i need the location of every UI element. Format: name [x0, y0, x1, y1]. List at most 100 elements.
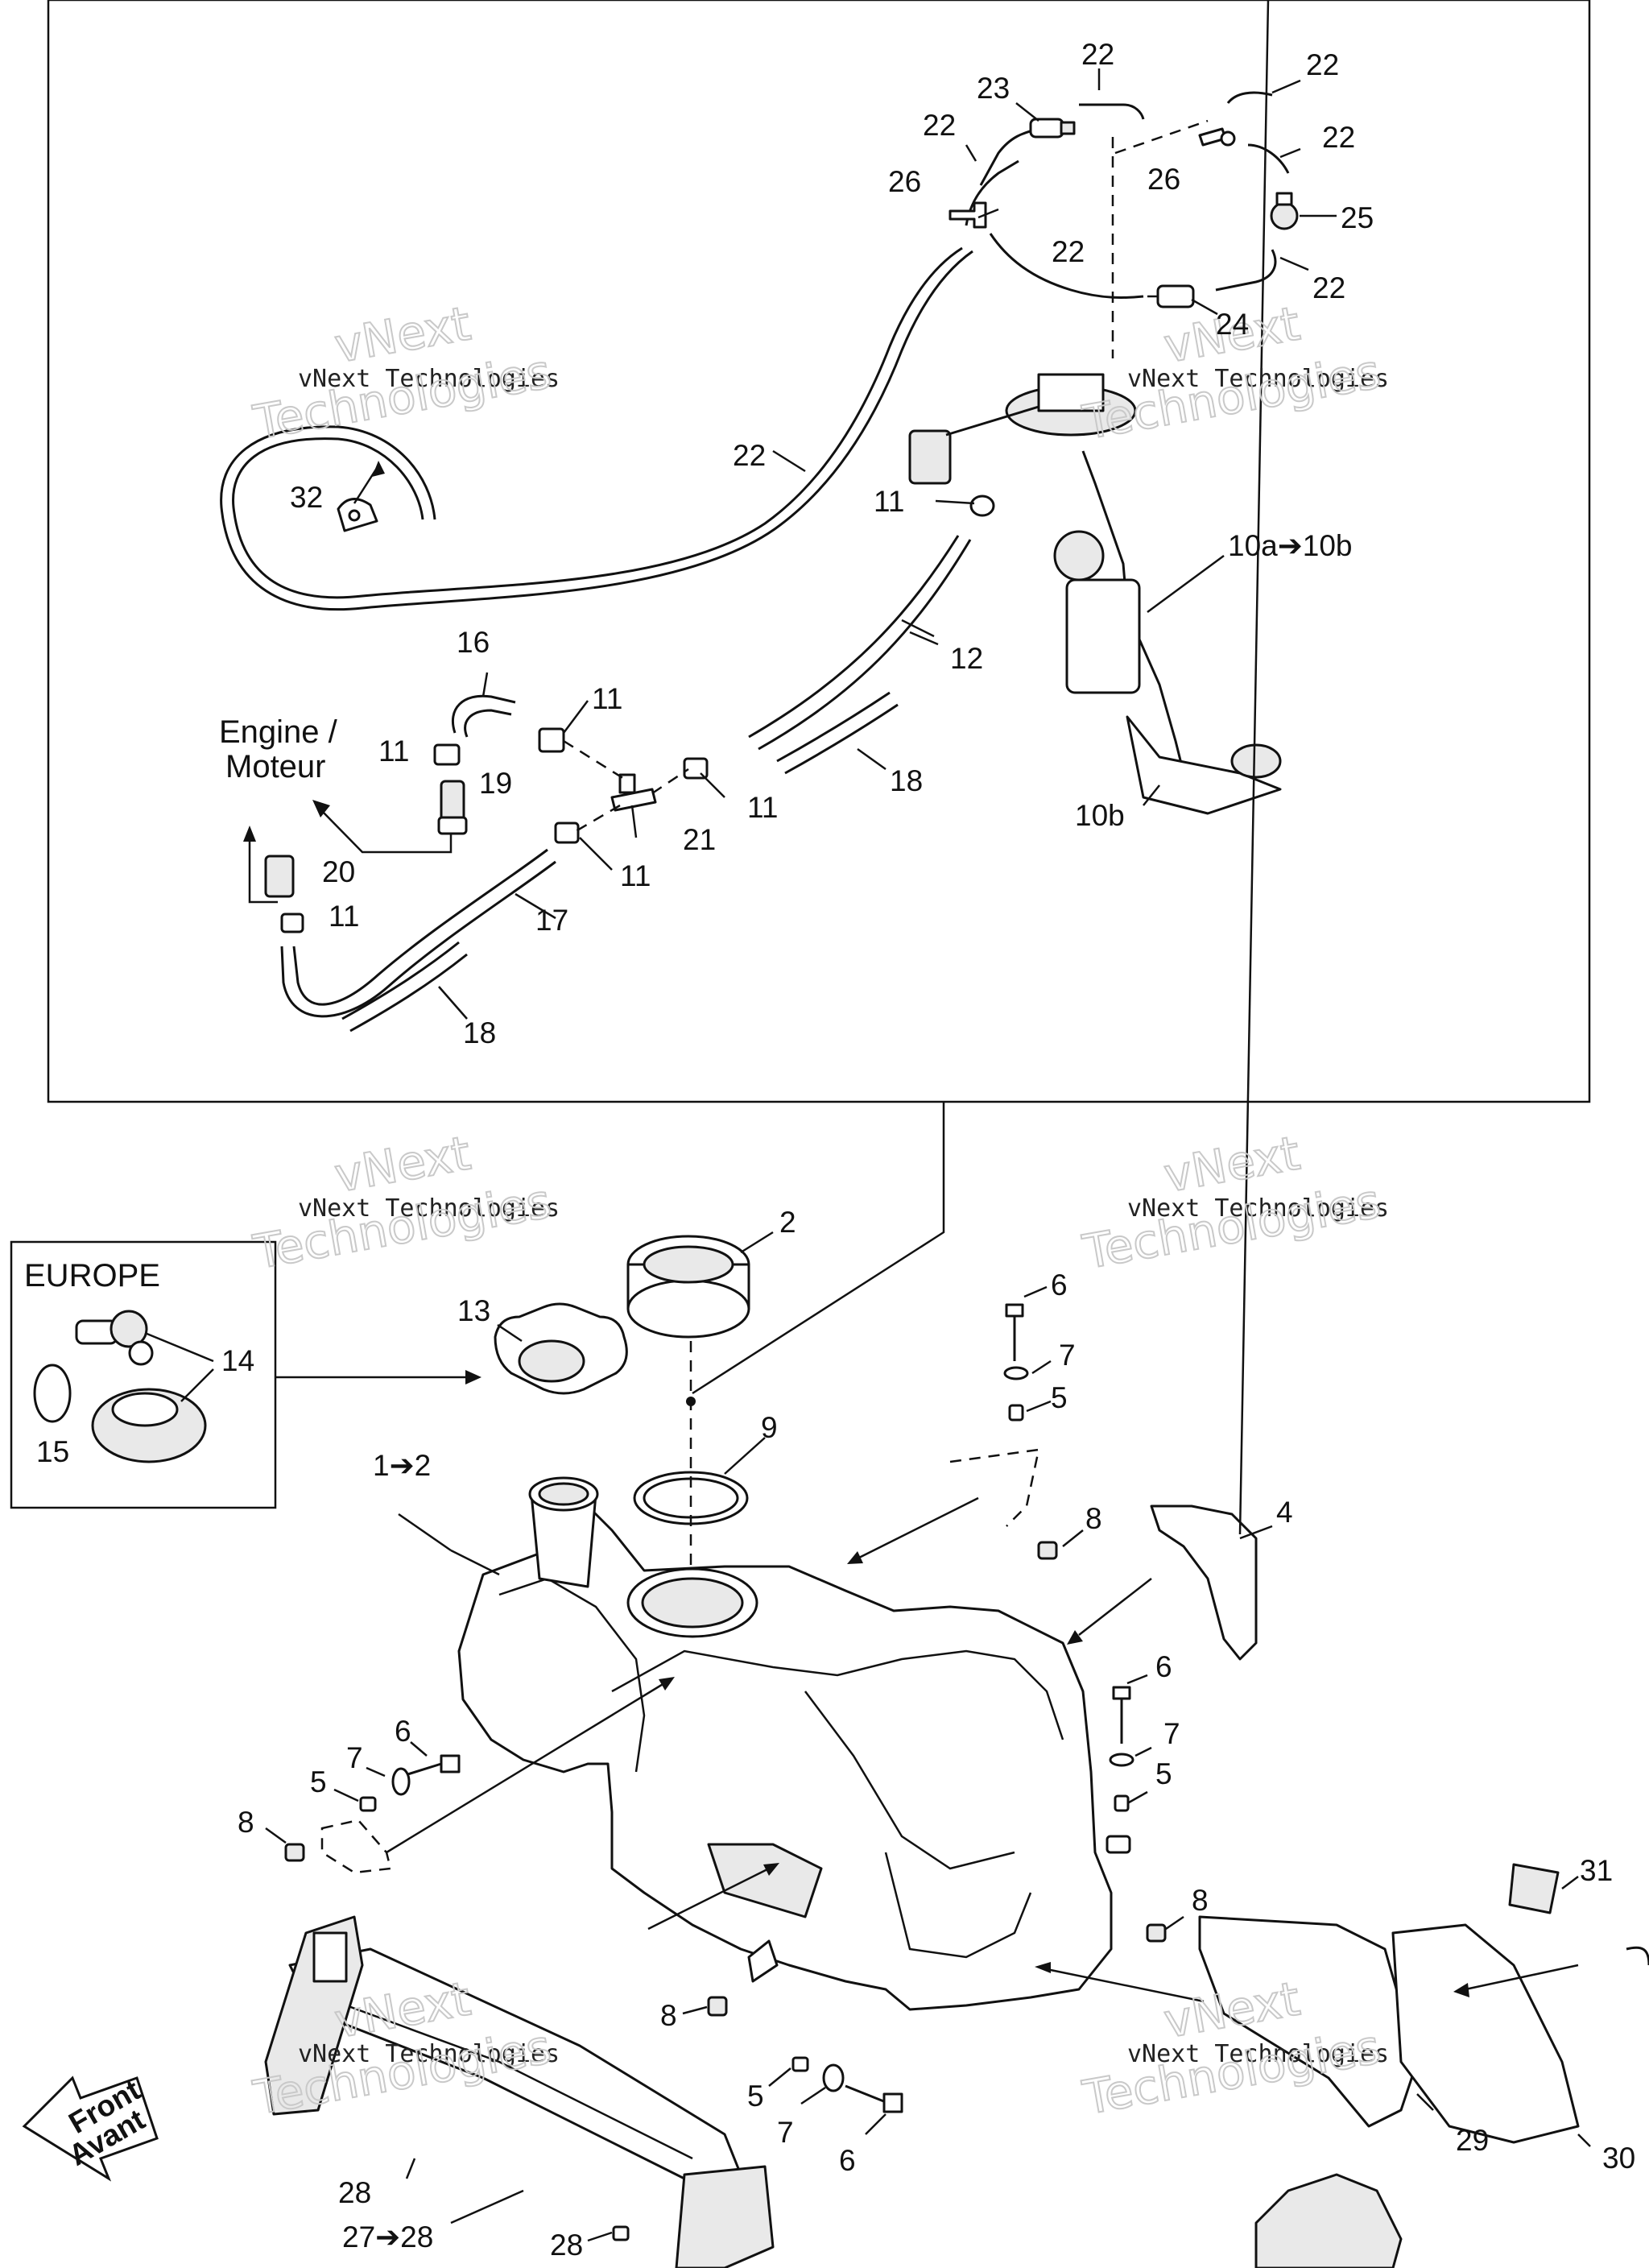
- callout-11: 11: [592, 682, 622, 715]
- bolt-6-top: [1005, 1303, 1024, 1361]
- nut-8-left: [284, 1843, 305, 1862]
- callout-6: 6: [1051, 1269, 1068, 1302]
- callout-5: 5: [1051, 1381, 1068, 1414]
- lock-ring-2: [626, 1235, 750, 1339]
- callout-23: 23: [977, 72, 1010, 105]
- tee-fitting-26-right: [1198, 127, 1236, 147]
- pad-31: [1508, 1863, 1560, 1914]
- callout-15: 15: [36, 1435, 69, 1468]
- module-28-right: [675, 2165, 775, 2268]
- panel-30: [1391, 1923, 1649, 2144]
- nut-8-bottom: [707, 1996, 728, 2017]
- spacer-5-top: [1008, 1404, 1024, 1422]
- heat-shield-4: [1150, 1504, 1258, 1661]
- vent-hose-22-upper: [1079, 103, 1145, 120]
- callout-7: 7: [1059, 1339, 1076, 1372]
- callout-17: 17: [535, 904, 568, 937]
- callout-19: 19: [479, 767, 512, 800]
- fuel-tank-1: [457, 1476, 1131, 2011]
- check-valve-23: [1029, 118, 1076, 139]
- callout-11: 11: [747, 791, 778, 824]
- callout-8: 8: [1085, 1502, 1102, 1535]
- hose-17: [292, 848, 548, 1006]
- callout-5: 5: [310, 1765, 327, 1798]
- callout-18: 18: [890, 764, 923, 797]
- callout-11: 11: [874, 485, 904, 518]
- clip-32: [337, 498, 378, 532]
- callout-6: 6: [1155, 1650, 1172, 1683]
- hose-18-upper: [776, 691, 891, 763]
- panel-29: [1198, 1915, 1419, 2268]
- bolt-6-right: [1112, 1686, 1131, 1744]
- callout-28: 28: [550, 2229, 583, 2262]
- callout-9: 9: [761, 1411, 778, 1444]
- callout-5: 5: [1155, 1757, 1172, 1790]
- callout-14: 14: [221, 1344, 254, 1377]
- washer-7-top: [1003, 1366, 1029, 1380]
- europe-box: [10, 1240, 277, 1509]
- callout-26: 26: [888, 165, 921, 198]
- callout-31: 31: [1580, 1854, 1613, 1887]
- fuel-pump-10a: [908, 373, 1282, 815]
- watermark-1: vNext Technologies vNext Technologies: [249, 295, 560, 451]
- callout-21: 21: [683, 823, 716, 856]
- callout-5: 5: [747, 2080, 764, 2113]
- callout-22: 22: [733, 439, 766, 472]
- callout-4: 4: [1276, 1496, 1293, 1529]
- watermark-4: vNext Technologies vNext Technologies: [1078, 1124, 1389, 1281]
- callout-6: 6: [395, 1715, 411, 1748]
- spacer-5-left: [359, 1796, 377, 1812]
- callout-10a-10b: 10a➔10b: [1228, 529, 1352, 562]
- svg-text:vNext Technologies: vNext Technologies: [298, 365, 560, 393]
- europe-cap-14: [75, 1310, 207, 1463]
- vent-hose-22-right-low: [1215, 249, 1277, 292]
- svg-text:vNext Technologies: vNext Technologies: [1127, 365, 1389, 393]
- callout-6: 6: [839, 2144, 856, 2177]
- svg-text:vNext Technologies: vNext Technologies: [298, 2040, 560, 2068]
- washer-7-bottom: [822, 2063, 845, 2092]
- fuel-hose-12: [748, 535, 960, 739]
- nut-28: [612, 2225, 630, 2241]
- vent-hose-22-right-mid: [1247, 143, 1290, 174]
- callout-7: 7: [1163, 1717, 1180, 1750]
- callout-30: 30: [1602, 2142, 1635, 2175]
- clamp-11-upper: [538, 727, 565, 753]
- valve-25: [1270, 192, 1299, 230]
- callout-26: 26: [1147, 163, 1180, 196]
- spacer-5-bottom: [791, 2056, 809, 2072]
- clamp-11-left: [433, 743, 461, 766]
- fuel-cap-13: [494, 1302, 628, 1395]
- callout-28: 28: [338, 2176, 371, 2209]
- vent-hose-22-lower: [989, 233, 1144, 300]
- gasket-9: [633, 1471, 749, 1525]
- callout-7: 7: [777, 2116, 794, 2149]
- quick-connect-19: [437, 780, 468, 835]
- filter-24: [1147, 284, 1195, 308]
- callout-10b: 10b: [1075, 799, 1125, 832]
- europe-strap-15: [33, 1364, 72, 1423]
- svg-text:vNext Technologies: vNext Technologies: [298, 1194, 560, 1223]
- engine-label: Engine /: [219, 714, 338, 750]
- module-28-left: [264, 1915, 364, 2116]
- callout-24: 24: [1216, 308, 1249, 341]
- tee-21: [610, 773, 657, 812]
- long-vent-hose-outline: [220, 250, 973, 611]
- callout-22: 22: [1306, 48, 1339, 81]
- callout-12: 12: [950, 642, 983, 675]
- bracket-bottom: [747, 1939, 779, 1983]
- clamp-11-pump: [969, 495, 995, 517]
- callout-16: 16: [457, 626, 490, 659]
- fuel-system-box: [47, 0, 1591, 1103]
- vent-hose-22-top: [979, 127, 1039, 186]
- nut-8-top: [1037, 1541, 1058, 1560]
- callout-11: 11: [378, 735, 409, 768]
- callout-27-28: 27➔28: [342, 2220, 433, 2254]
- washer-7-right: [1109, 1753, 1134, 1767]
- long-vent-hose: [232, 246, 963, 599]
- hose-16: [451, 694, 516, 738]
- callout-11: 11: [329, 900, 359, 933]
- fitting-20: [264, 855, 295, 898]
- box-connector-line: [692, 1102, 945, 1395]
- engine-arrow-line: [320, 809, 453, 854]
- hose-18-lower: [341, 941, 460, 1020]
